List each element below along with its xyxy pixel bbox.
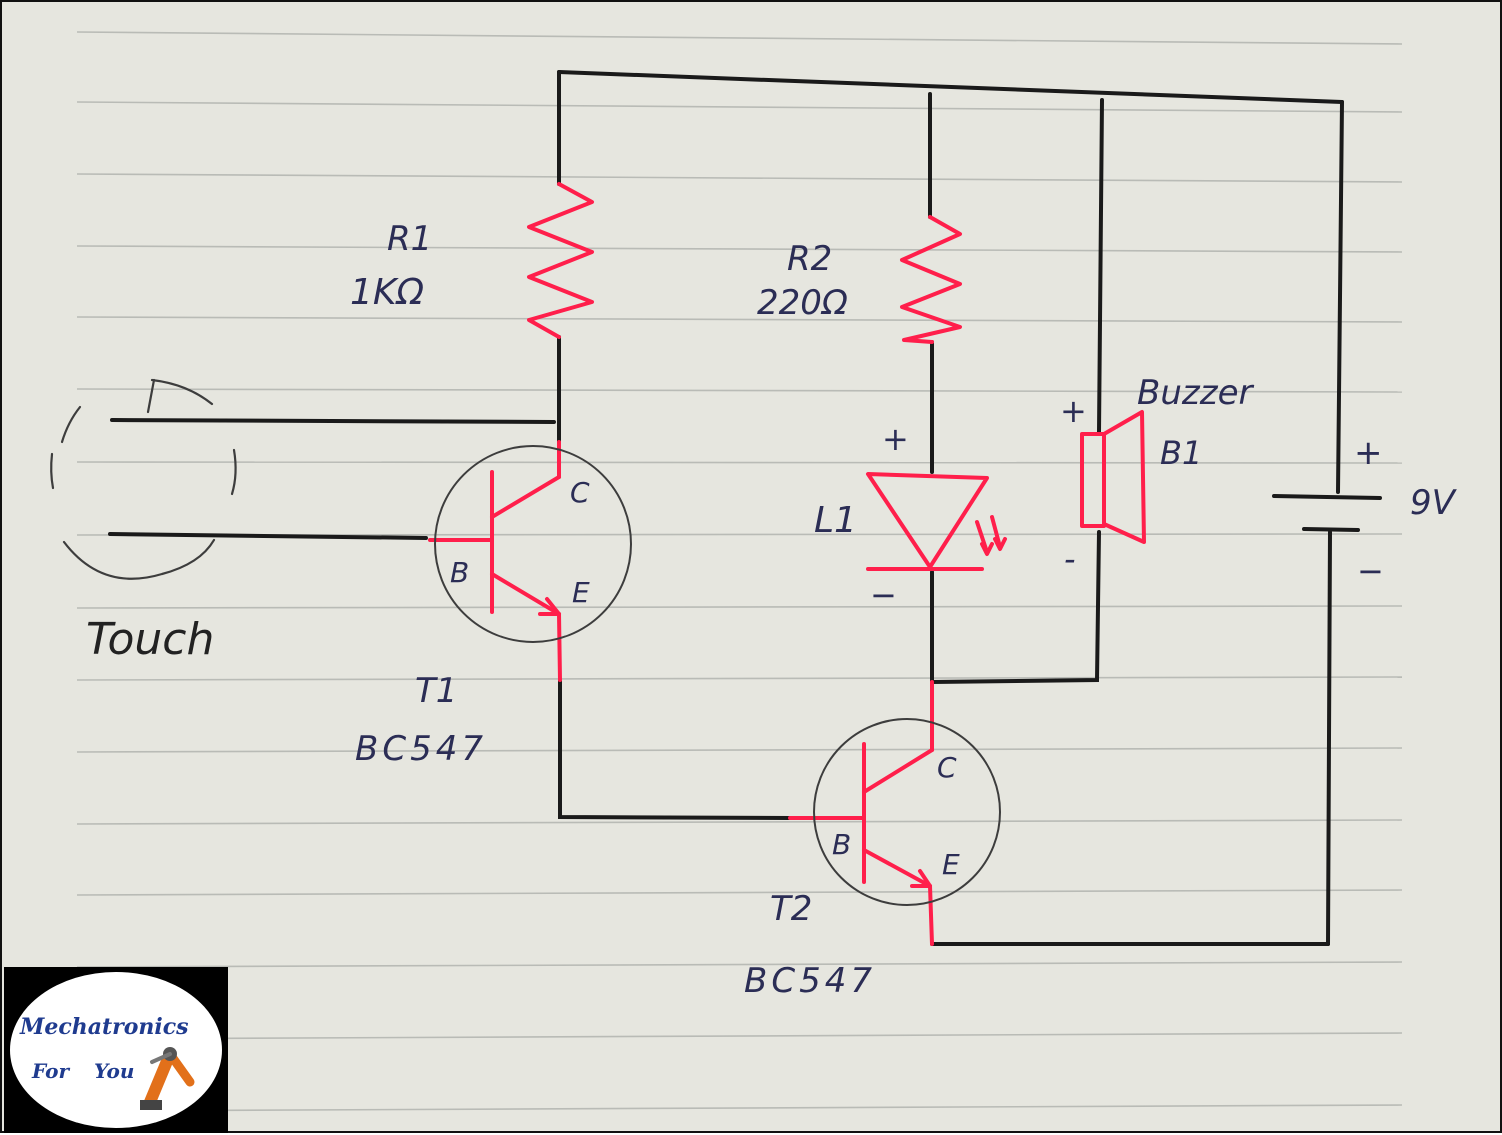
touch-wire-lower — [108, 532, 428, 540]
r2-name: R2 — [787, 239, 832, 279]
r1-name: R1 — [387, 219, 432, 259]
t1-collector-diagonal — [490, 475, 561, 519]
touch-arc-right — [230, 448, 237, 496]
buzzer-minus: - — [1064, 540, 1076, 578]
t1-name: T1 — [415, 671, 457, 711]
t1-circle — [434, 445, 632, 643]
led-minus: − — [870, 576, 897, 614]
logo: Mechatronics For You — [4, 967, 228, 1133]
t2-name: T2 — [770, 889, 812, 929]
led-light-arrowhead-1 — [980, 542, 994, 556]
led-light-arrowhead-2 — [993, 537, 1007, 551]
buzzer-title: Buzzer — [1137, 373, 1254, 413]
logo-line2-for: For — [31, 1059, 70, 1083]
t2-part: BC547 — [744, 961, 876, 1001]
wires-red — [428, 182, 1146, 946]
t2-emitter-lead — [928, 884, 934, 946]
battery-minus: − — [1357, 552, 1384, 590]
buzzer-horn — [1102, 410, 1146, 544]
buzzer-body — [1080, 432, 1106, 528]
led-plus: + — [882, 420, 909, 458]
t1-part: BC547 — [355, 729, 487, 769]
transistor-circles — [434, 445, 1001, 906]
led-name: L1 — [814, 500, 857, 541]
t2-pin-c: C — [937, 751, 957, 784]
r2-resistor-symbol — [900, 215, 962, 344]
led-triangle — [866, 472, 989, 569]
top-rail-wire-horizontal — [557, 70, 1344, 104]
battery-value: 9V — [1410, 483, 1458, 523]
logo-line2-you: You — [94, 1059, 134, 1083]
t1-emitter-lead — [557, 612, 562, 682]
t2-pin-e: E — [942, 848, 960, 881]
t2-emitter-diagonal — [862, 848, 932, 888]
logo-line1: Mechatronics — [19, 1014, 189, 1040]
touch-tick — [146, 378, 156, 414]
t1-pin-e: E — [572, 576, 590, 609]
logo-ellipse — [10, 972, 222, 1128]
right-rail-wire — [1336, 100, 1344, 494]
touch-plate-sketch — [50, 378, 237, 580]
touch-arc-upper — [150, 378, 214, 406]
wires-black — [108, 70, 1344, 946]
t1-emitter-to-t2-base-wire — [558, 678, 792, 820]
battery-symbol — [1272, 494, 1382, 532]
buzzer-top-wire — [1097, 98, 1104, 434]
battery-long-plate — [1272, 494, 1382, 500]
touch-label: Touch — [86, 614, 214, 665]
t2-pin-b: B — [832, 828, 851, 861]
t1-pin-c: C — [570, 476, 590, 509]
robot-arm-icon — [140, 1047, 195, 1110]
buzzer-bottom-wire — [930, 530, 1101, 684]
battery-short-plate — [1302, 527, 1360, 532]
touch-arc-upper-left — [60, 405, 82, 444]
t1-pin-b: B — [450, 556, 469, 589]
t2-collector-diagonal — [862, 748, 934, 794]
battery-bottom-wire — [1326, 530, 1332, 946]
touch-wire-upper — [110, 418, 556, 424]
touch-arc-lower — [62, 538, 216, 580]
t2-circle — [813, 718, 1001, 906]
buzzer-plus: + — [1060, 392, 1087, 430]
ruled-lines — [76, 31, 1403, 1112]
labels: R1 1KΩ R2 220Ω + L1 − Buzzer B1 + - + 9V… — [86, 219, 1458, 1001]
r1-value: 1KΩ — [350, 272, 425, 313]
buzzer-name: B1 — [1160, 434, 1202, 472]
touch-arc-left — [50, 452, 55, 490]
r1-resistor-symbol — [527, 182, 594, 339]
t1-emitter-diagonal — [490, 572, 561, 616]
battery-plus: + — [1354, 433, 1383, 473]
r2-value: 220Ω — [757, 283, 848, 323]
